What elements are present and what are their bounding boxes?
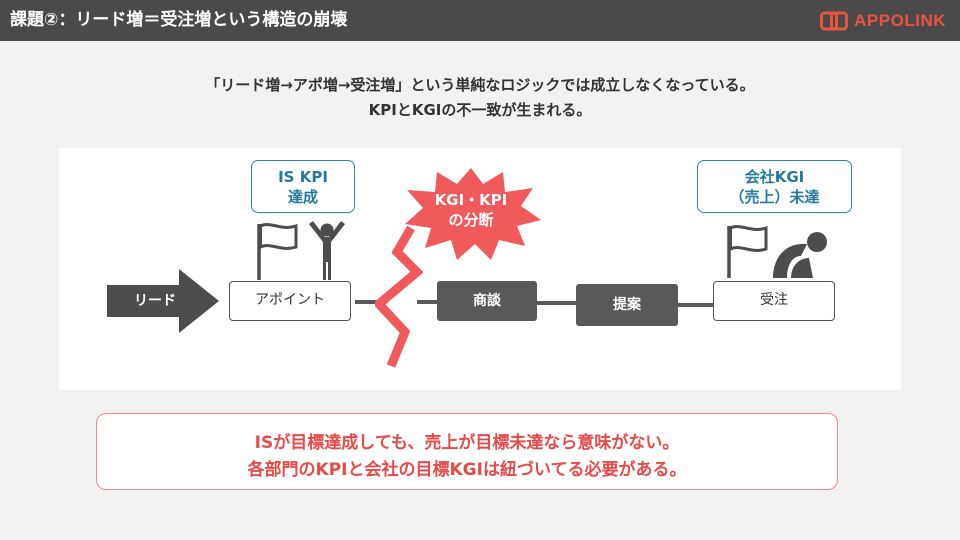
connector-pre-negotiation bbox=[417, 300, 439, 304]
conclusion-box: ISが目標達成しても、売上が目標未達なら意味がない。 各部門のKPIと会社の目標… bbox=[96, 413, 838, 490]
appolink-logo-icon bbox=[820, 11, 849, 31]
company-kgi-callout-line-1: 会社KGI bbox=[744, 167, 805, 186]
conclusion-line-1: ISが目標達成しても、売上が目標未達なら意味がない。 bbox=[254, 433, 680, 453]
step-negotiation: 商談 bbox=[437, 281, 537, 321]
flag-and-dejected-person-icon bbox=[727, 225, 827, 278]
connector-appointment bbox=[355, 300, 377, 304]
header-bar: 課題②：リード増＝受注増という構造の崩壊 APPOLINK bbox=[0, 0, 960, 41]
is-kpi-callout-line-2: 達成 bbox=[287, 187, 318, 206]
burst-text-line-2: の分断 bbox=[448, 211, 494, 229]
connector-negotiation-proposal bbox=[537, 301, 577, 305]
crack-zigzag bbox=[375, 225, 423, 368]
company-kgi-callout-line-2: （売上）未達 bbox=[729, 187, 820, 206]
step-proposal: 提案 bbox=[576, 284, 678, 326]
is-kpi-callout: IS KPI 達成 bbox=[251, 160, 355, 213]
lead-label: リード bbox=[134, 293, 176, 309]
is-kpi-callout-line-1: IS KPI bbox=[278, 167, 328, 186]
logo-text: APPOLINK bbox=[854, 11, 946, 30]
subtitle-line-1: 「リード増→アポ増→受注増」という単純なロジックでは成立しなくなっている。 bbox=[205, 76, 755, 94]
page-title: 課題②：リード増＝受注増という構造の崩壊 bbox=[10, 10, 348, 30]
step-appointment: アポイント bbox=[229, 281, 351, 321]
connector-proposal-order bbox=[678, 303, 714, 307]
subtitle-line-2: KPIとKGIの不一致が生まれる。 bbox=[368, 101, 592, 119]
diagram-panel: リード IS KPI 達成 アポイント KGI・KPI の分断 商談 提案 会社… bbox=[59, 148, 901, 390]
appolink-logo: APPOLINK bbox=[820, 9, 946, 33]
burst-shape bbox=[405, 168, 541, 260]
conclusion-line-2: 各部門のKPIと会社の目標KGIは紐づいてる必要がある。 bbox=[247, 460, 687, 480]
company-kgi-callout: 会社KGI （売上）未達 bbox=[697, 160, 852, 213]
lead-arrow bbox=[107, 269, 219, 333]
burst-text-line-1: KGI・KPI bbox=[434, 191, 508, 209]
step-order: 受注 bbox=[713, 281, 835, 321]
flag-and-cheering-person-icon bbox=[257, 221, 345, 280]
burst-text: KGI・KPI の分断 bbox=[399, 190, 543, 230]
